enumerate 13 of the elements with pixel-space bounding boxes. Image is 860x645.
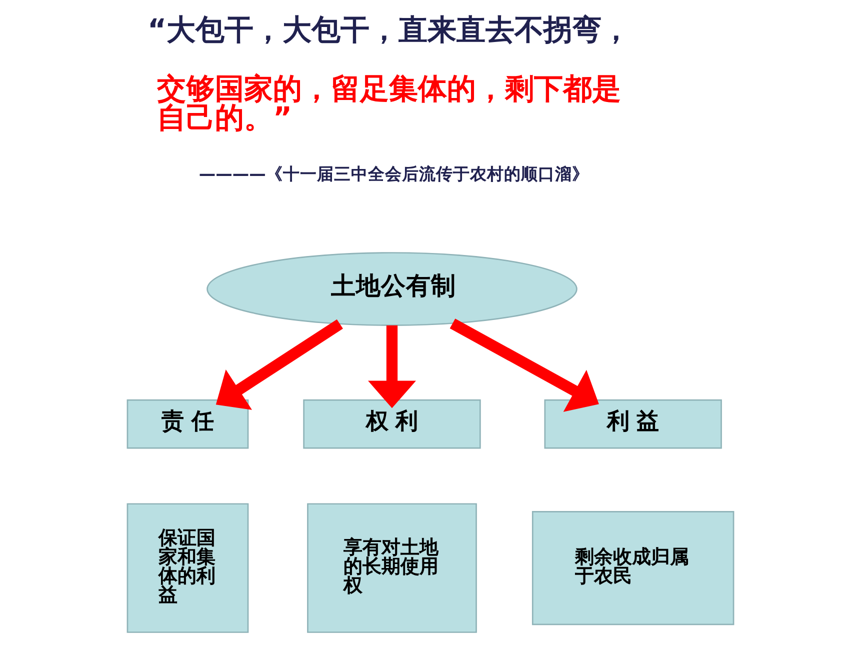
label: “大包干，大包干，直来直去不拐弯， xyxy=(147,12,630,46)
arrow xyxy=(449,318,598,412)
arrow xyxy=(215,319,342,410)
node-box: 权 利 xyxy=(302,399,480,449)
label: 交够国家的，留足集体的，剩下都是自己的。” xyxy=(156,71,621,135)
node-box: 利 益 xyxy=(544,399,722,449)
node-box: 剩余收成归属于农民 xyxy=(531,511,734,626)
node-box: 保证国家和集体的利益 xyxy=(126,503,248,633)
node-box: 享有对土地的长期使用权 xyxy=(306,503,476,633)
arrow xyxy=(367,325,416,408)
node-box: 责 任 xyxy=(126,399,248,449)
label: ————《十一届三中全会后流传于农村的顺口溜》 xyxy=(198,164,588,184)
node-ellipse: 土地公有制 xyxy=(206,252,577,326)
